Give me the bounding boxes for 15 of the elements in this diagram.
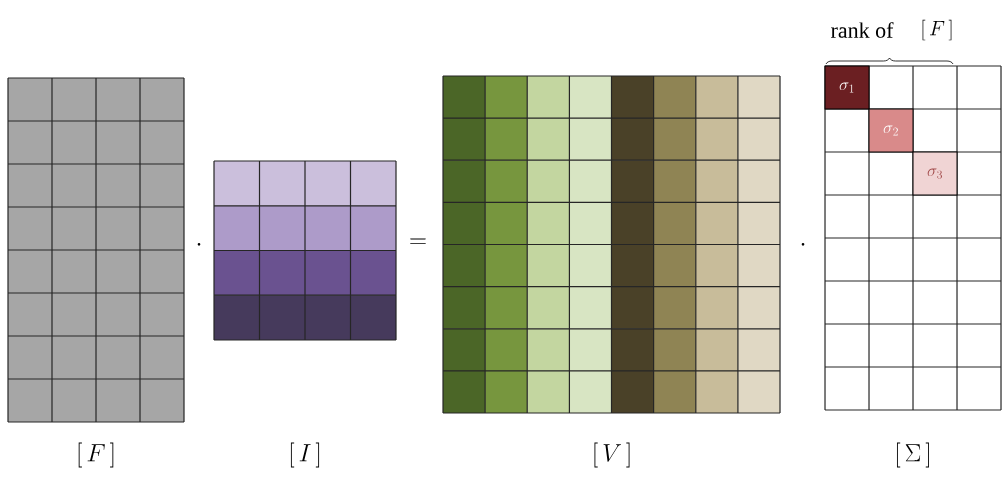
operator-sign: $\cdot$ [801,243,805,246]
brace-label: $\left[\,F\,\right]$ [922,19,952,41]
singular-value-cell: $\sigma_1$ [824,65,870,110]
matrix-grid [442,75,781,414]
singular-value-cell: $\sigma_2$ [868,108,914,153]
operator-sign: $\cdot$ [197,243,201,246]
matrix-label: $\left[\,I\,\right]$ [290,442,320,468]
matrix-grid [213,160,397,341]
matrix-grid [7,77,185,423]
matrix-label: $\left[\,F\,\right]$ [78,442,114,468]
operator-sign: $=$ [410,238,426,244]
brace-label: rank of [831,22,894,38]
matrix-label: $\left[\,V\,\right]$ [594,442,630,468]
singular-value-cell: $\sigma_3$ [912,151,958,196]
matrix-label: $\left[\,\Sigma\,\right]$ [897,442,929,468]
